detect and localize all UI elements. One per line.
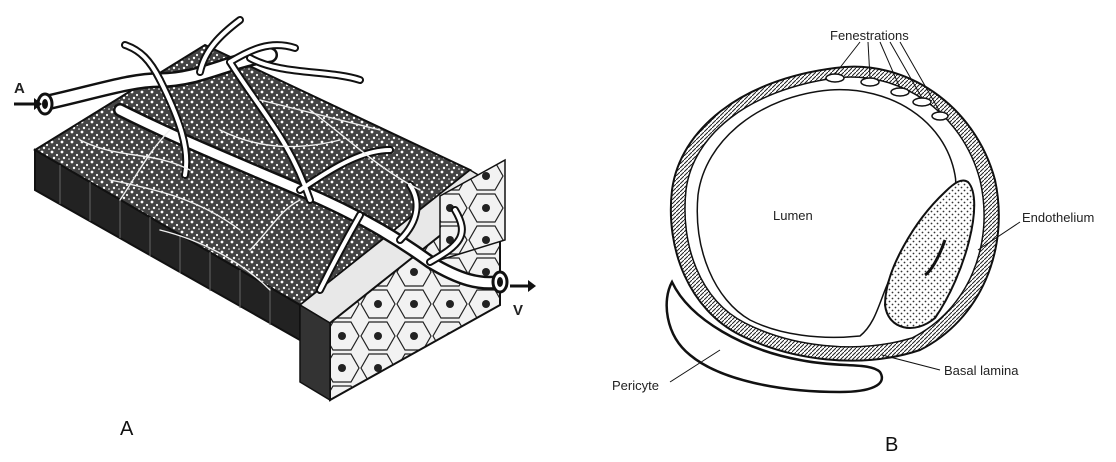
capillary-cross-section: Fenestrations Lumen Endothelium Basal la… bbox=[612, 28, 1094, 393]
arterial-label: A bbox=[14, 80, 25, 97]
panel-a-letter: A bbox=[120, 418, 133, 441]
endothelium-label: Endothelium bbox=[1022, 210, 1094, 225]
venous-label: V bbox=[513, 302, 523, 319]
capillary-bed-illustration: A V bbox=[14, 20, 536, 400]
pericyte-label: Pericyte bbox=[612, 378, 659, 393]
basal-lamina-leader-line bbox=[882, 355, 940, 370]
panel-b-letter: B bbox=[885, 434, 898, 457]
basal-lamina-label: Basal lamina bbox=[944, 363, 1019, 378]
outflow-arrow bbox=[510, 280, 536, 292]
lumen-label: Lumen bbox=[773, 208, 813, 223]
fenestrations-label: Fenestrations bbox=[830, 28, 909, 43]
